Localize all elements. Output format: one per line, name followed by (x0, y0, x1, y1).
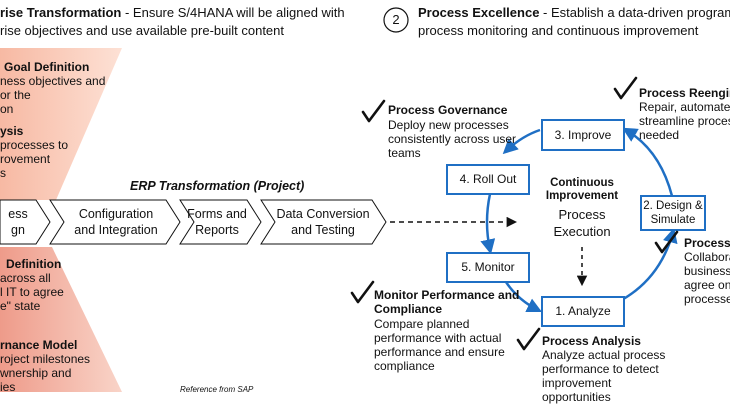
chevron-shape-3 (179, 199, 262, 245)
governance-model-title: rnance Model (0, 338, 78, 352)
governance-line-1: Deploy new processes (388, 118, 509, 132)
check-icon-monitor (350, 280, 375, 304)
analysis-left-title: ysis (0, 124, 24, 138)
box-rollout (446, 164, 530, 195)
monitor-perf-line-4: compliance (374, 359, 435, 373)
chevron-4-line-1: Data Conversion (276, 207, 370, 221)
box-design (640, 195, 706, 231)
monitor-perf-line-2: performance with actual (374, 331, 502, 345)
governance-line-3: teams (388, 146, 421, 160)
chevron-2-line-1: Configuration (78, 207, 154, 221)
right-header-text-1: - Establish a data-driven program for (543, 5, 730, 20)
cycle-center-sub-2: Execution (553, 224, 611, 239)
cycle-center-sub-1: Process (558, 207, 606, 222)
box-analyze-label: 1. Analyze (555, 304, 611, 318)
process-r-line-4: processes (684, 292, 730, 306)
box-design-line-2: Simulate (650, 214, 696, 226)
chevron-4-line-2: and Testing (291, 223, 355, 237)
chevron-3-line-1: Forms and (187, 207, 247, 221)
erp-title: ERP Transformation (Project) (130, 179, 305, 193)
governance-model-line-1: roject milestones (0, 352, 91, 366)
governance-model-line-2: wnership and (0, 366, 72, 380)
box-improve (541, 119, 625, 151)
chevron-3-line-2: Reports (195, 223, 239, 237)
monitor-perf-title-1: Monitor Performance and (374, 288, 520, 302)
goal-definition-title: Goal Definition (4, 60, 90, 74)
box-design-label: 2. Design & Simulate (641, 199, 705, 227)
cycle-arrow-rollout-monitor (480, 193, 496, 255)
chevron-3-label: Forms and Reports (186, 206, 248, 238)
analysis-left-line-2: rovement (0, 152, 51, 166)
left-header: rise Transformation - Ensure S/4HANA wil… (0, 4, 345, 22)
governance-line-2: consistently across user (388, 132, 517, 146)
left-header-title: rise Transformation (0, 5, 122, 20)
monitor-perf-title-2: Compliance (374, 302, 443, 316)
definition-title: Definition (6, 257, 62, 271)
chevron-shape-1 (0, 199, 51, 245)
bottom-panel-shape (0, 247, 122, 392)
governance-model-line-3: ies (0, 380, 16, 394)
box-rollout-label: 4. Roll Out (459, 172, 517, 186)
chevron-2-label: Configuration and Integration (60, 206, 172, 238)
chevron-shape-4 (260, 199, 387, 245)
cycle-arrow-design-improve (622, 127, 674, 197)
analysis-title: Process Analysis (542, 334, 641, 348)
definition-line-2: l IT to agree (0, 285, 64, 299)
cycle-center-sub: Process Execution (540, 206, 624, 240)
reengineering-line-3: needed (639, 128, 680, 142)
chevron-shape-2 (49, 199, 181, 245)
cycle-center-title-2: Improvement (545, 190, 619, 202)
analysis-line-2: performance to detect (542, 362, 659, 376)
analysis-line-1: Analyze actual process (542, 348, 666, 362)
reengineering-line-2: streamline process (639, 114, 730, 128)
process-r-line-1: Collabora (684, 250, 730, 264)
right-header-title: Process Excellence (418, 5, 540, 20)
process-r-title: Process R (684, 236, 730, 250)
chevron-4-label: Data Conversion and Testing (268, 206, 378, 238)
number-circle (383, 7, 409, 33)
check-icon-analysis (516, 327, 541, 351)
cycle-arrow-analyze-design (617, 227, 678, 304)
monitor-perf-line-1: Compare planned (374, 317, 470, 331)
monitor-perf-line-3: performance and ensure (374, 345, 505, 359)
chevron-1-line-1: ess (8, 207, 28, 221)
left-header-text-1: - Ensure S/4HANA will be aligned with (121, 5, 345, 20)
reference-note: Reference from SAP (180, 385, 254, 394)
goal-definition-line-2: or the (0, 88, 31, 102)
analysis-left-line-3: s (0, 166, 6, 180)
governance-title: Process Governance (388, 103, 508, 117)
cycle-arrow-monitor-analyze (504, 281, 543, 313)
analysis-left-line-1: processes to (0, 138, 69, 152)
process-r-line-3: agree on " (684, 278, 730, 292)
process-r-line-2: business u (684, 264, 730, 278)
definition-line-3: e" state (0, 299, 41, 313)
cycle-center-title-1: Continuous (550, 177, 614, 189)
box-monitor (446, 252, 530, 283)
goal-definition-line-1: ness objectives and (0, 74, 106, 88)
reengineering-line-1: Repair, automate, (639, 100, 730, 114)
check-icon-governance (361, 99, 386, 123)
number-label: 2 (392, 12, 400, 27)
cycle-center-title: Continuous Improvement (540, 177, 624, 203)
check-icon-process-r (654, 230, 679, 254)
chevron-1-label: ess gn (0, 206, 36, 238)
box-monitor-label: 5. Monitor (461, 260, 515, 274)
chevron-2-line-2: and Integration (74, 223, 158, 237)
cycle-arrow-improve-rollout (502, 128, 541, 155)
right-header-line2: process monitoring and continuous improv… (418, 23, 699, 38)
analysis-line-4: opportunities (542, 390, 611, 404)
box-analyze (541, 296, 625, 327)
reengineering-title: Process Reengineer (639, 86, 730, 100)
goal-definition-line-3: on (0, 102, 14, 116)
right-header: Process Excellence - Establish a data-dr… (418, 4, 730, 22)
definition-line-1: across all (0, 271, 51, 285)
analysis-line-3: improvement (542, 376, 612, 390)
box-improve-label: 3. Improve (554, 128, 612, 142)
left-header-line2: rise objectives and use available pre-bu… (0, 23, 285, 38)
box-design-line-1: 2. Design & (643, 200, 703, 212)
chevron-1-line-2: gn (11, 223, 25, 237)
check-icon-reengineering (613, 76, 638, 100)
top-panel-shape (0, 48, 122, 200)
